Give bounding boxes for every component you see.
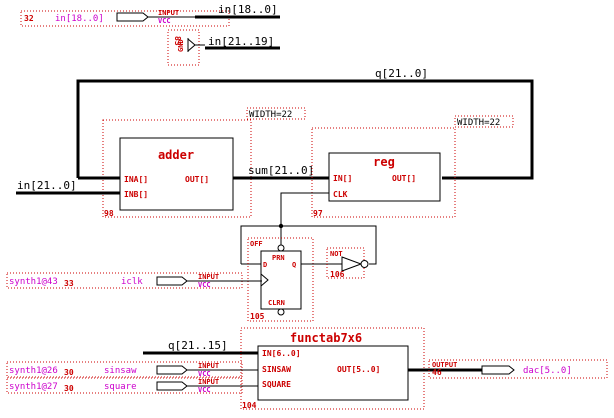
gnd-frame	[167, 29, 200, 66]
input-pin-in18[interactable]: 32 in[18..0] INPUT VCC	[20, 9, 230, 27]
pin-vcc: VCC	[158, 17, 171, 25]
pin-frame	[20, 10, 230, 27]
functab-port-square: SQUARE	[262, 380, 291, 389]
adder-port-inb: INB[]	[124, 190, 148, 199]
reg-port-clk: CLK	[333, 190, 348, 199]
reg-number: 97	[313, 209, 323, 218]
pin-frame	[6, 361, 243, 378]
net-label-in21-19: in[21..19]	[208, 35, 274, 48]
input-pin-iclk[interactable]: synth1@43 33 iclk INPUT VCC	[6, 272, 243, 289]
net-label-input: in[21..0]	[17, 179, 77, 192]
input-pin-square[interactable]: synth1@27 30 square INPUT VCC	[6, 377, 243, 394]
gnd-label: GND	[177, 39, 185, 52]
adder-title: adder	[158, 148, 194, 162]
not-label: NOT	[330, 250, 343, 258]
dff-port-q: Q	[292, 261, 296, 269]
dff-port-prn: PRN	[272, 254, 285, 262]
pin-number: 30	[64, 368, 74, 377]
input-pin-shape	[156, 365, 188, 375]
functab-title: functab7x6	[290, 331, 362, 345]
output-pin-dac[interactable]: OUTPUT 46 dac[5..0]	[428, 359, 608, 379]
dff-clock-triangle	[260, 273, 269, 287]
pin-signal-name: square	[104, 382, 137, 392]
reg-port-out: OUT[]	[392, 174, 416, 183]
net-label-in18: in[18..0]	[218, 3, 278, 16]
reg-title: reg	[373, 155, 395, 169]
reg-port-in: IN[]	[333, 174, 352, 183]
reg-clk-wire	[280, 192, 329, 226]
pin-type: INPUT	[198, 362, 219, 370]
pin-vcc: VCC	[198, 370, 211, 378]
adder-body	[119, 137, 234, 211]
adder-port-out: OUT[]	[185, 175, 209, 184]
pin-location: synth1@27	[9, 382, 58, 392]
reg-block[interactable]: WIDTH=22 reg IN[] CLK OUT[] 97	[311, 115, 514, 218]
pin-signal-name: iclk	[121, 277, 143, 287]
dff-port-clrn: CLRN	[268, 299, 285, 307]
gnd-symbol: 83 GND	[167, 29, 205, 66]
functab-block[interactable]: functab7x6 IN[6..0] SINSAW SQUARE OUT[5.…	[240, 327, 425, 410]
pin-location: synth1@43	[9, 277, 58, 287]
pin-frame	[6, 272, 243, 289]
pin-number: 32	[24, 14, 34, 23]
pin-signal-name: sinsaw	[104, 366, 137, 376]
feedback-bus	[76, 79, 534, 180]
adder-block[interactable]: WIDTH=22 adder INA[] INB[] OUT[] 98	[102, 107, 306, 218]
pin-number: 46	[432, 368, 442, 377]
dff-number: 105	[250, 312, 265, 321]
input-pin-sinsaw[interactable]: synth1@26 30 sinsaw INPUT VCC	[6, 361, 243, 378]
not-triangle	[341, 256, 363, 272]
input-pin-shape	[116, 12, 149, 22]
not-number: 106	[330, 270, 345, 279]
reg-frame	[311, 127, 456, 218]
pin-signal-name: in[18..0]	[55, 14, 104, 24]
pin-type: OUTPUT	[432, 361, 457, 369]
toggle-loop-wire	[240, 225, 377, 265]
reg-param: WIDTH=22	[457, 118, 500, 128]
reg-body	[328, 152, 441, 202]
pin-type: INPUT	[158, 9, 179, 17]
adder-param: WIDTH=22	[249, 110, 292, 120]
adder-frame	[102, 119, 252, 218]
functab-port-out: OUT[5..0]	[337, 365, 380, 374]
input-pin-shape	[156, 276, 188, 286]
pin-number: 33	[64, 279, 74, 288]
pin-vcc: VCC	[198, 281, 211, 289]
pin-type: INPUT	[198, 378, 219, 386]
functab-port-in: IN[6..0]	[262, 349, 301, 358]
gnd-number: 83	[173, 36, 182, 46]
functab-number: 104	[242, 401, 257, 410]
dff-prn-bubble	[277, 244, 285, 252]
input-pin-shape	[156, 381, 188, 391]
pin-type: INPUT	[198, 273, 219, 281]
dff-block[interactable]: OFF PRN D Q CLRN 105	[247, 237, 314, 322]
gnd-triangle	[187, 37, 196, 53]
pin-frame	[6, 377, 243, 394]
dff-frame	[247, 237, 314, 322]
pin-location: synth1@26	[9, 366, 58, 376]
not-bubble	[360, 260, 369, 268]
functab-port-sinsaw: SINSAW	[262, 365, 291, 374]
adder-number: 98	[104, 209, 114, 218]
net-label-func-in: q[21..15]	[168, 339, 228, 352]
output-pin-shape	[481, 365, 515, 375]
dff-clrn-bubble	[277, 308, 285, 316]
adder-port-ina: INA[]	[124, 175, 148, 184]
reg-param-frame	[454, 115, 514, 128]
not-gate[interactable]: NOT 106	[326, 247, 369, 279]
pin-vcc: VCC	[198, 386, 211, 394]
pin-frame	[428, 359, 608, 379]
dff-off: OFF	[250, 240, 263, 248]
net-label-sum: sum[21..0]	[248, 164, 314, 177]
functab-body	[257, 345, 409, 401]
pin-signal-name: dac[5..0]	[523, 366, 572, 376]
net-label-feedback: q[21..0]	[375, 67, 428, 80]
dff-port-d: D	[263, 261, 267, 269]
pin-number: 30	[64, 384, 74, 393]
adder-param-frame	[246, 107, 306, 120]
